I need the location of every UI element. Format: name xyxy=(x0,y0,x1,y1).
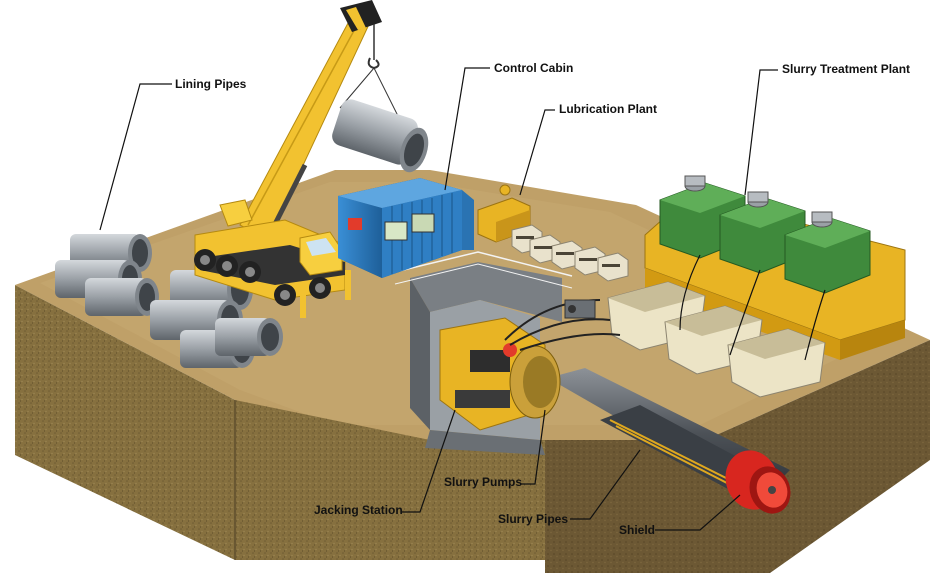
label-shield: Shield xyxy=(619,523,655,537)
labels: Lining Pipes Control Cabin Lubrication P… xyxy=(175,61,910,537)
label-slurry-pipes: Slurry Pipes xyxy=(498,512,568,526)
leader-slurry-treatment-plant xyxy=(744,69,778,196)
soil-front-left xyxy=(15,285,235,560)
leader-lines xyxy=(99,67,778,531)
leader-jacking-station xyxy=(402,409,456,513)
tunnel-bore xyxy=(548,368,791,514)
label-lubrication-plant: Lubrication Plant xyxy=(559,102,657,116)
leader-slurry-pumps xyxy=(520,409,546,485)
leader-shield xyxy=(655,494,741,531)
lubrication-plant xyxy=(477,184,629,282)
leader-lubrication-plant xyxy=(519,109,555,196)
label-slurry-pumps: Slurry Pumps xyxy=(444,475,522,489)
mobile-crane xyxy=(194,0,429,318)
leader-lining-pipes xyxy=(99,83,172,231)
label-jacking-station: Jacking Station xyxy=(314,503,403,517)
shield-machine xyxy=(725,450,791,514)
slurry-treatment-plant xyxy=(607,175,906,398)
label-lining-pipes: Lining Pipes xyxy=(175,77,247,91)
lining-pipes-pile xyxy=(55,234,283,368)
label-slurry-treatment-plant: Slurry Treatment Plant xyxy=(782,62,910,76)
control-cabin xyxy=(338,178,474,278)
label-control-cabin: Control Cabin xyxy=(494,61,573,75)
leader-control-cabin xyxy=(444,67,490,191)
leader-slurry-pipes xyxy=(570,449,641,520)
